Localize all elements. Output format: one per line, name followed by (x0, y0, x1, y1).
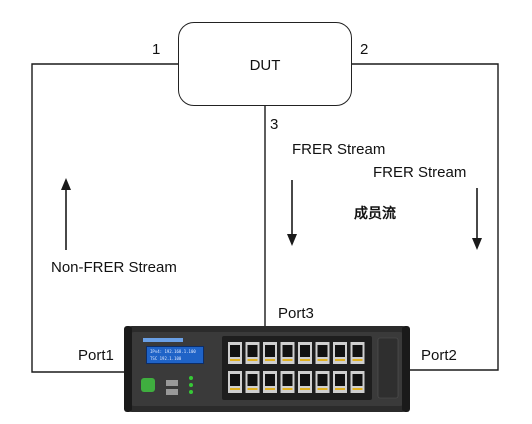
sfp-port-grid (228, 342, 365, 393)
sfp-port-led (335, 388, 345, 390)
dut-port-3-label: 3 (270, 116, 279, 133)
brand-strip (143, 338, 183, 342)
sfp-port-slot (352, 374, 363, 386)
arrow-down-frer-b (472, 188, 482, 250)
sfp-port-led (300, 388, 310, 390)
screen-line-1: IPv4: 192.168.1.100 (150, 349, 196, 354)
dut-node: DUT (178, 22, 352, 106)
device-handle-left (124, 326, 132, 412)
sfp-port-led (247, 388, 258, 390)
non-frer-stream-label: Non-FRER Stream (51, 259, 177, 276)
status-led-3 (189, 390, 193, 394)
sfp-port-slot (317, 374, 328, 386)
sfp-port-led (230, 359, 240, 361)
sfp-port-slot (335, 345, 345, 357)
sfp-port-slot (247, 374, 258, 386)
dut-port-1-label: 1 (152, 41, 161, 58)
sfp-port-slot (300, 345, 310, 357)
dut-port-2-label: 2 (360, 41, 369, 58)
connection-lines (31, 63, 499, 373)
member-stream-label: 成员流 (354, 206, 396, 222)
sfp-port-slot (230, 345, 240, 357)
sfp-port-led (300, 359, 310, 361)
port-module (222, 336, 372, 400)
sfp-port-slot (335, 374, 345, 386)
link-dut1-port1 (31, 63, 178, 373)
sfp-port-slot (265, 345, 275, 357)
sfp-port-slot (300, 374, 310, 386)
dut-label: DUT (249, 57, 281, 74)
sfp-port-slot (230, 374, 240, 386)
sfp-port-slot (282, 374, 293, 386)
traffic-tester-device (124, 326, 410, 412)
sfp-port-led (265, 359, 275, 361)
tester-port-1-label: Port1 (78, 347, 114, 364)
sfp-port-led (282, 388, 293, 390)
status-led-1 (189, 376, 193, 380)
sfp-port-led (265, 388, 275, 390)
usb-port-2 (166, 389, 178, 395)
arrow-down-frer-a (287, 180, 297, 246)
sfp-port-led (230, 388, 240, 390)
sfp-port-led (317, 388, 328, 390)
flow-arrows (61, 178, 482, 250)
device-handle-right (402, 326, 410, 412)
frer-stream-label-a: FRER Stream (292, 141, 386, 158)
link-dut2-port2 (352, 63, 499, 371)
status-led-2 (189, 383, 193, 387)
usb-port (166, 380, 178, 386)
sfp-port-led (352, 359, 363, 361)
sfp-port-led (335, 359, 345, 361)
screen-line-2: TSC 192.1.100 (150, 356, 182, 361)
sfp-port-slot (282, 345, 293, 357)
arrow-up-non-frer (61, 178, 71, 250)
sfp-port-led (282, 359, 293, 361)
tester-port-2-label: Port2 (421, 347, 457, 364)
sfp-port-slot (352, 345, 363, 357)
tester-port-3-label: Port3 (278, 305, 314, 322)
frer-stream-label-b: FRER Stream (373, 164, 467, 181)
sfp-port-led (352, 388, 363, 390)
device-screen: IPv4: 192.168.1.100 TSC 192.1.100 (146, 346, 204, 364)
power-button (141, 378, 155, 392)
sfp-port-slot (265, 374, 275, 386)
sfp-port-led (317, 359, 328, 361)
sfp-port-slot (317, 345, 328, 357)
side-module (377, 337, 399, 399)
sfp-port-led (247, 359, 258, 361)
sfp-port-slot (247, 345, 258, 357)
